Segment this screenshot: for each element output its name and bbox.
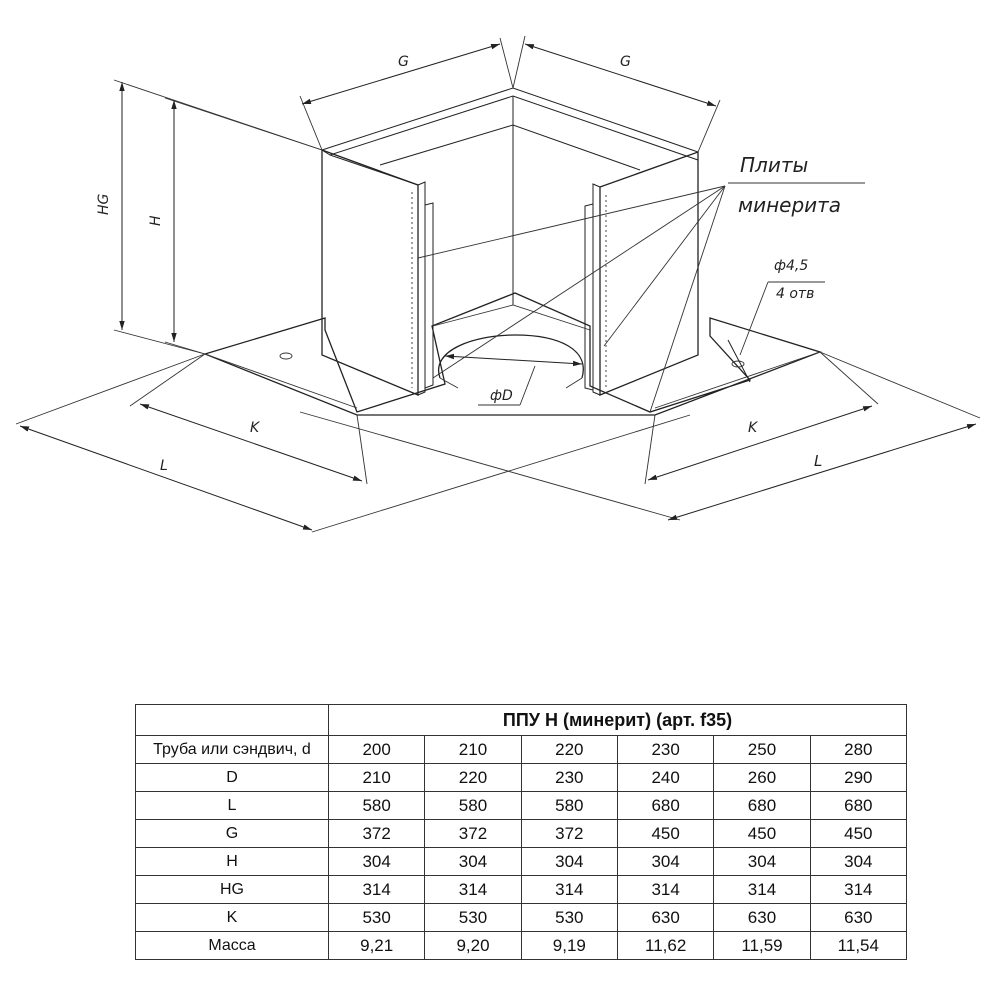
- label-l-right: L: [814, 452, 822, 470]
- right-wall: [584, 151, 699, 396]
- table-cell: 530: [520, 903, 618, 932]
- table-cell: 220: [424, 763, 522, 792]
- table-cell: 314: [424, 875, 522, 904]
- back-walls: [320, 87, 699, 331]
- row-label: L: [135, 791, 329, 820]
- table-cell: 314: [616, 875, 715, 904]
- table-cell: 450: [616, 819, 715, 848]
- table-cell: 9,19: [520, 931, 618, 960]
- table-cell: 9,20: [424, 931, 522, 960]
- table-cell: 580: [424, 791, 522, 820]
- row-label: H: [135, 847, 329, 876]
- table-cell: 314: [713, 875, 811, 904]
- row-label: Масса: [135, 931, 329, 960]
- table-title: ППУ Н (минерит) (арт. f35): [328, 704, 907, 736]
- table-cell: 290: [809, 763, 908, 792]
- mount-hole: [731, 360, 745, 368]
- dim-l-right: L: [299, 351, 981, 521]
- table-cell: 9,21: [327, 931, 426, 960]
- table-cell: 304: [713, 847, 811, 876]
- table-cell: 260: [713, 763, 811, 792]
- table-cell: 530: [424, 903, 522, 932]
- label-g-left: G: [398, 54, 409, 70]
- table-cell: 210: [424, 735, 522, 764]
- table-cell: 630: [809, 903, 908, 932]
- table-cell: 450: [713, 819, 811, 848]
- dim-g-right: G: [512, 35, 721, 153]
- dim-h: H: [148, 97, 323, 355]
- row-label: Труба или сэндвич, d: [135, 735, 329, 764]
- callout-holes: ф4,5 4 отв: [727, 258, 825, 383]
- label-l-left: L: [160, 458, 168, 474]
- dim-hg: HG: [96, 79, 323, 355]
- table-cell: 230: [520, 763, 618, 792]
- table-cell: 580: [327, 791, 426, 820]
- callout-plates: Плиты минерита: [417, 153, 865, 413]
- label-hg: HG: [96, 193, 112, 215]
- label-hole-count: 4 отв: [776, 286, 814, 302]
- table-cell: 200: [327, 735, 426, 764]
- table-cell: 304: [616, 847, 715, 876]
- table-cell: 630: [616, 903, 715, 932]
- table-cell: 250: [713, 735, 811, 764]
- table-cell: 210: [327, 763, 426, 792]
- table-cell: 314: [327, 875, 426, 904]
- row-label: G: [135, 819, 329, 848]
- table-cell: 630: [713, 903, 811, 932]
- table-cell: 304: [327, 847, 426, 876]
- label-h: H: [148, 215, 164, 226]
- spec-table: ППУ Н (минерит) (арт. f35) Труба или сэн…: [135, 704, 908, 960]
- label-hole-diameter: ф4,5: [774, 258, 808, 274]
- table-cell: 280: [809, 735, 908, 764]
- table-cell: 304: [809, 847, 908, 876]
- table-cell: 372: [327, 819, 426, 848]
- table-cell: 680: [713, 791, 811, 820]
- table-cell: 680: [809, 791, 908, 820]
- table-cell: 11,59: [713, 931, 811, 960]
- row-label: D: [135, 763, 329, 792]
- table-corner-cell: [135, 704, 329, 736]
- table-cell: 314: [809, 875, 908, 904]
- table-cell: 580: [520, 791, 618, 820]
- table-cell: 230: [616, 735, 715, 764]
- table-cell: 304: [424, 847, 522, 876]
- table-title-row: ППУ Н (минерит) (арт. f35): [135, 704, 907, 736]
- table-cell: 11,54: [809, 931, 908, 960]
- table-cell: 11,62: [616, 931, 715, 960]
- mount-hole: [279, 352, 293, 360]
- technical-drawing: G G HG H Плиты минерита ф4,5 4 отв: [15, 35, 981, 533]
- table-cell: 220: [520, 735, 618, 764]
- label-d: фD: [490, 388, 513, 404]
- label-k-left: K: [250, 420, 261, 436]
- dim-l-left: L: [15, 353, 691, 533]
- table-cell: 680: [616, 791, 715, 820]
- table-cell: 304: [520, 847, 618, 876]
- label-g-right: G: [620, 54, 631, 70]
- label-k-right: K: [748, 420, 759, 436]
- table-cell: 372: [520, 819, 618, 848]
- dim-g-left: G: [299, 37, 514, 151]
- row-label: HG: [135, 875, 329, 904]
- table-cell: 530: [327, 903, 426, 932]
- row-label: K: [135, 903, 329, 932]
- label-plates-2: минерита: [738, 193, 841, 217]
- table-cell: 372: [424, 819, 522, 848]
- table-cell: 240: [616, 763, 715, 792]
- left-wall: [321, 149, 434, 396]
- dim-d: фD: [444, 353, 583, 406]
- table-cell: 450: [809, 819, 908, 848]
- label-plates-1: Плиты: [740, 153, 808, 177]
- table-cell: 314: [520, 875, 618, 904]
